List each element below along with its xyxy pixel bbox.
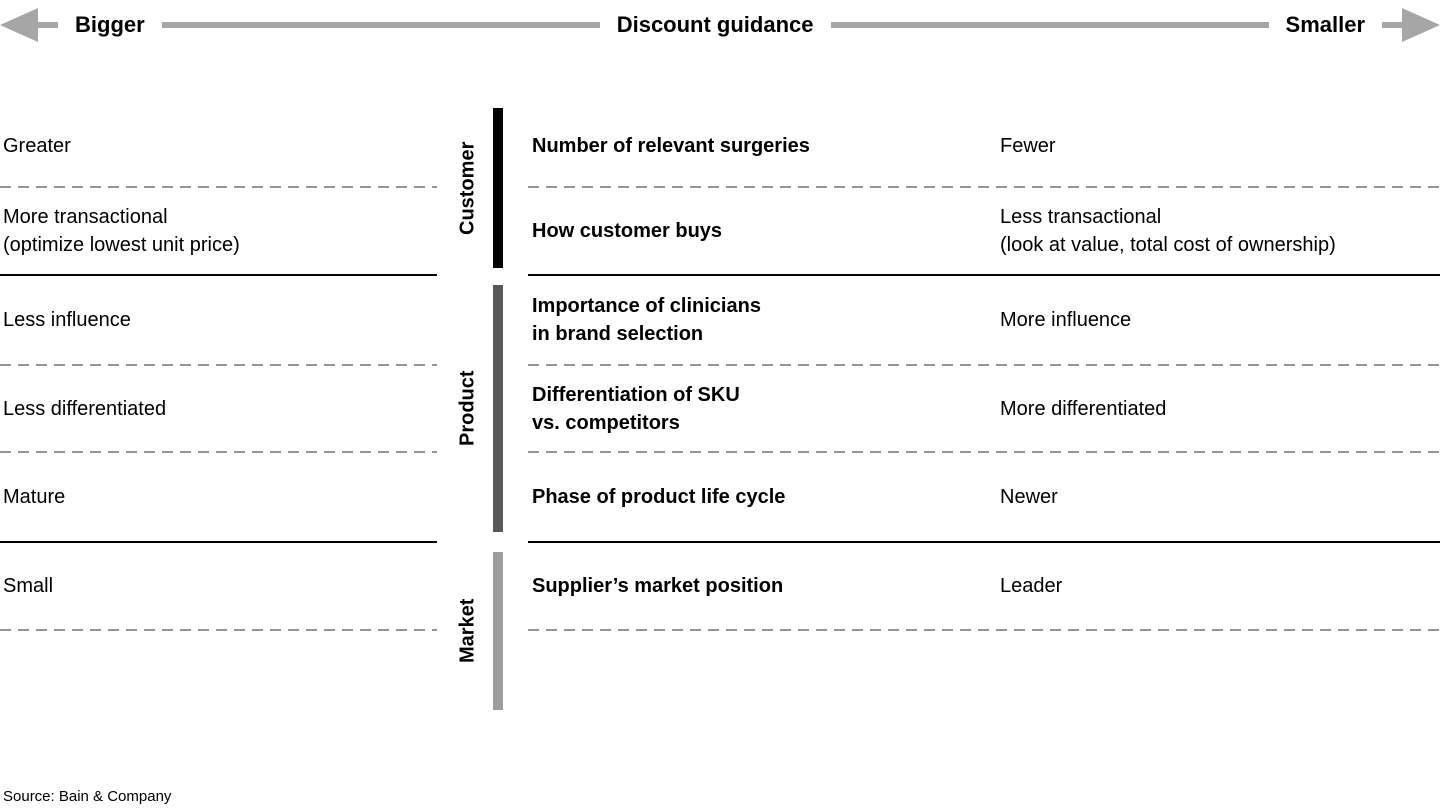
smaller-value: Newer: [1000, 486, 1058, 508]
source-note: Source: Bain & Company: [3, 788, 172, 805]
section-bar-customer: [493, 108, 503, 268]
factor-and-smaller-columns: Number of relevant surgeries Fewer How c…: [528, 105, 1440, 631]
table-row: How customer buys Less transactional (lo…: [528, 187, 1440, 276]
bigger-value: More transactional (optimize lowest unit…: [3, 206, 240, 256]
factor-label: Phase of product life cycle: [532, 486, 786, 508]
section-label-customer: Customer: [456, 141, 479, 235]
smaller-value: Leader: [1000, 575, 1063, 597]
bigger-value: Less influence: [3, 309, 131, 331]
section-label-product: Product: [456, 370, 479, 447]
smaller-value: More influence: [1000, 309, 1132, 331]
header-axis: Bigger Discount guidance Smaller: [0, 7, 1440, 43]
table-row: More transactional (optimize lowest unit…: [0, 187, 437, 276]
table-row: Differentiation of SKU vs. competitors M…: [528, 365, 1440, 453]
factor-label: Importance of clinicians in brand select…: [532, 295, 761, 345]
section-bar-market: [493, 552, 503, 710]
axis-left-label: Bigger: [75, 12, 145, 37]
bigger-value: Small: [3, 575, 54, 597]
axis-right-label: Smaller: [1285, 12, 1366, 37]
factor-label: Supplier’s market position: [532, 575, 784, 597]
section-label-market: Market: [456, 598, 479, 664]
table-row: Importance of clinicians in brand select…: [528, 275, 1440, 366]
arrow-left-icon: [0, 8, 58, 42]
axis-line-left: [161, 22, 600, 28]
axis-title: Discount guidance: [616, 12, 814, 37]
factor-label: Differentiation of SKU vs. competitors: [532, 383, 740, 434]
smaller-value: More differentiated: [1000, 397, 1167, 420]
smaller-value: Less transactional (look at value, total…: [1000, 206, 1336, 256]
factor-label: Number of relevant surgeries: [532, 135, 810, 157]
bigger-value: Less differentiated: [3, 397, 167, 420]
table-row: Phase of product life cycle Newer: [528, 452, 1440, 543]
bigger-value: Mature: [3, 486, 66, 508]
smaller-value: Fewer: [1000, 135, 1056, 157]
factor-label: How customer buys: [532, 220, 723, 242]
table-row: Number of relevant surgeries Fewer: [528, 105, 1440, 188]
table-row: Supplier’s market position Leader: [528, 542, 1440, 631]
table-row: Less influence: [0, 275, 437, 366]
table-row: Less differentiated: [0, 365, 437, 453]
axis-line-right: [830, 22, 1269, 28]
bigger-column: Greater More transactional (optimize low…: [0, 105, 437, 631]
table-row: Mature: [0, 452, 437, 543]
bigger-value: Greater: [3, 135, 71, 157]
section-bar-product: [493, 285, 503, 532]
arrow-right-icon: [1382, 8, 1440, 42]
table-row: Greater: [0, 105, 437, 188]
table-row: Small: [0, 542, 437, 631]
